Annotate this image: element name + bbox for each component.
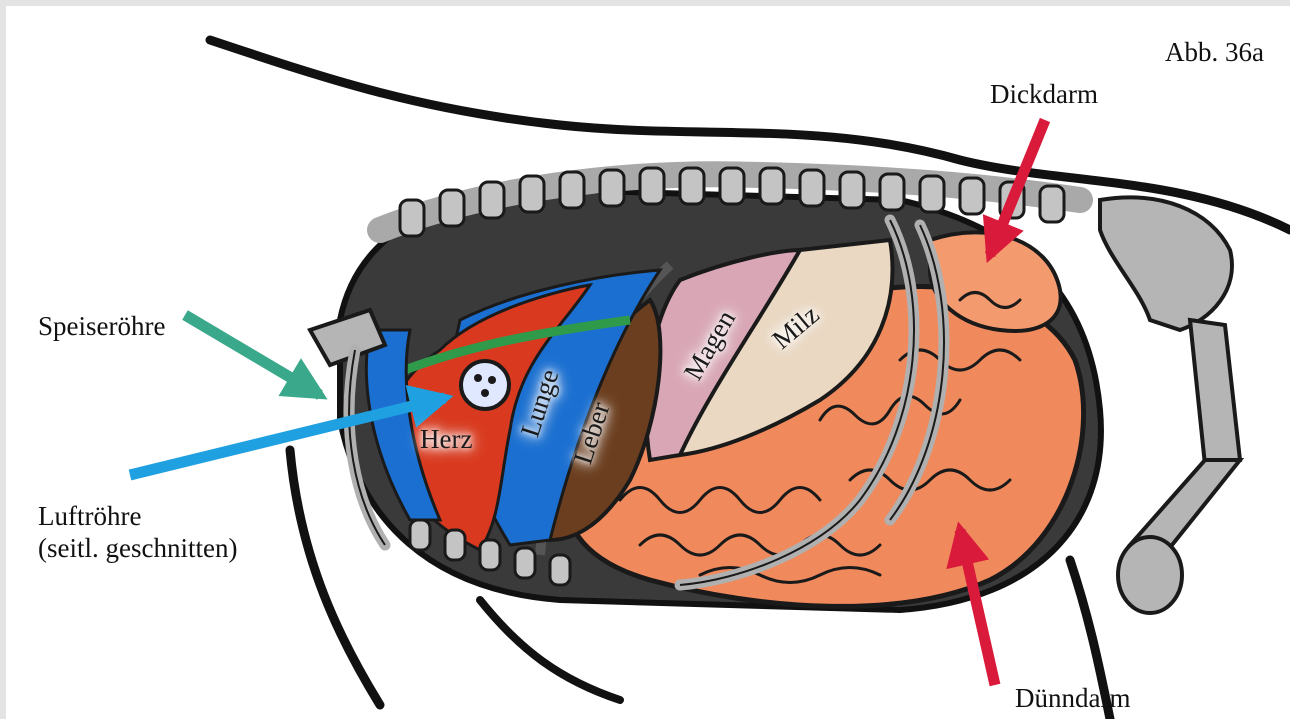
- callout-luftroehre-line1: Luftröhre: [38, 500, 237, 532]
- trachea-cross-section: [461, 361, 509, 409]
- speiseroehre-arrow: [185, 315, 320, 395]
- hind-limb-bones: [1100, 197, 1240, 613]
- callout-duenndarm: Dünndarm: [1015, 682, 1130, 714]
- callout-luftroehre-line2: (seitl. geschnitten): [38, 532, 237, 564]
- callout-dickdarm: Dickdarm: [990, 78, 1098, 110]
- callout-speiseroehre: Speiseröhre: [38, 310, 165, 342]
- callout-luftroehre: Luftröhre (seitl. geschnitten): [38, 500, 237, 564]
- belly-outline: [480, 600, 620, 700]
- organ-label-herz: Herz: [420, 424, 472, 454]
- figure-label: Abb. 36a: [1165, 36, 1264, 68]
